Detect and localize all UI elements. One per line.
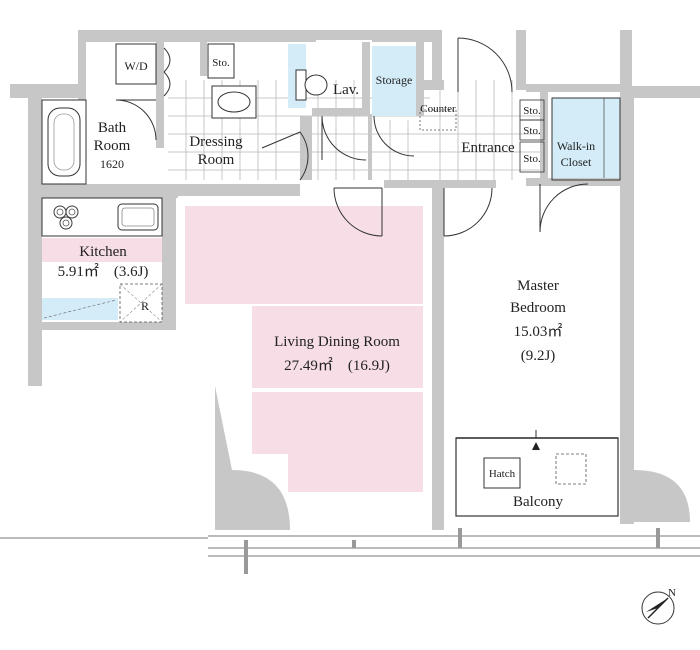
hatch-dashed — [555, 453, 587, 485]
label-dressing-1: Dressing — [189, 134, 243, 150]
balcony-rails — [0, 528, 700, 574]
walls — [10, 30, 700, 530]
dressing-storage-box — [207, 43, 235, 79]
toilet — [295, 69, 328, 101]
label-master-tatami: (9.2J) — [521, 348, 556, 364]
living-zone — [185, 206, 423, 492]
label-lav: Lav. — [333, 82, 359, 98]
label-master-2: Bedroom — [510, 300, 566, 316]
window-marker-icon — [532, 442, 540, 450]
label-north: N — [668, 587, 676, 599]
label-kitchen-area: 5.91㎡ (3.6J) — [58, 263, 149, 280]
kitchen-counter — [41, 197, 163, 237]
label-walkin-1: Walk-in — [557, 139, 595, 153]
doors — [115, 37, 589, 237]
label-master-area: 15.03㎡ — [514, 323, 563, 340]
kitchen-label-zone — [42, 238, 164, 262]
label-sto-3: Sto. — [523, 153, 541, 165]
hatch-outline — [483, 457, 521, 489]
label-master-1: Master — [517, 278, 559, 294]
label-storage: Storage — [376, 73, 413, 87]
label-kitchen: Kitchen — [79, 244, 127, 260]
washer-dryer-box — [115, 43, 157, 85]
label-bath-2: Room — [94, 138, 131, 154]
label-bath-1: Bath — [98, 120, 127, 136]
label-dressing-2: Room — [198, 152, 235, 168]
label-living: Living Dining Room — [274, 334, 400, 350]
label-walkin-2: Closet — [561, 155, 592, 169]
label-entrance: Entrance — [461, 140, 515, 156]
label-bath-3: 1620 — [100, 157, 124, 171]
label-sto-2: Sto. — [523, 125, 541, 137]
label-wd: W/D — [124, 59, 148, 73]
label-counter: Counter — [420, 103, 456, 115]
label-sto-dressing: Sto. — [212, 57, 230, 69]
bathtub — [41, 99, 87, 185]
washbasin — [211, 85, 257, 119]
label-balcony: Balcony — [513, 494, 563, 510]
label-sto-1: Sto. — [523, 105, 541, 117]
north-arrow-icon — [641, 591, 675, 625]
label-hatch: Hatch — [489, 468, 516, 480]
label-living-area: 27.49㎡ (16.9J) — [284, 357, 390, 374]
fridge-space — [119, 283, 163, 323]
label-fridge: R — [141, 299, 149, 313]
